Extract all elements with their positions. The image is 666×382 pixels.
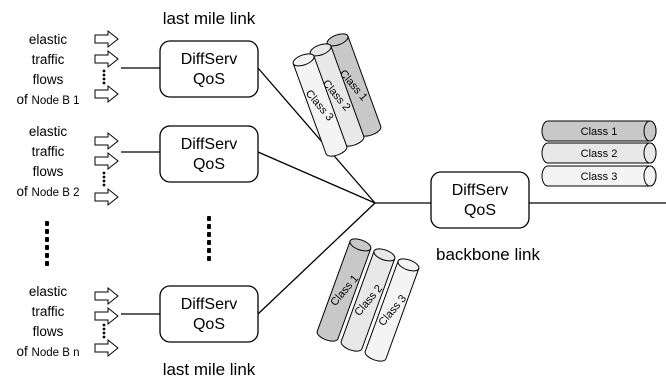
source-noden-line1: elastic — [29, 284, 68, 299]
source-node1-line4: of Node B 1 — [17, 92, 80, 107]
last-mile-link-label-bottom: last mile link — [163, 360, 256, 379]
link-mid-qos-to-junction — [257, 151, 376, 204]
source-node2-line1: elastic — [29, 124, 68, 139]
source-node1-prefix: of — [17, 92, 32, 107]
qos-box-node1-line2: QoS — [193, 71, 225, 88]
source-noden-line4: of Node B n — [17, 344, 80, 359]
flow-arrow-icon — [94, 338, 119, 358]
qos-box-noden-line2: QoS — [193, 316, 225, 333]
source-noden-line2: traffic — [32, 304, 65, 319]
qos-box-backbone-line2: QoS — [464, 202, 496, 219]
flow-arrow-icon — [94, 131, 119, 151]
last-mile-link-label-top: last mile link — [163, 9, 256, 28]
qos-box-node1: DiffServ QoS — [159, 40, 259, 98]
backbone-link-label: backbone link — [436, 245, 540, 264]
backbone-class1-label: Class 1 — [581, 126, 618, 138]
source-node1-line3: flows — [33, 72, 64, 87]
source-node2-line2: traffic — [32, 144, 65, 159]
backbone-class-pipes: Class 1 Class 2 Class 3 — [541, 120, 657, 187]
source-noden-node: Node B n — [32, 347, 80, 359]
bottom-class-pipes: Class 1 Class 2 Class 3 — [316, 238, 420, 362]
flow-arrow-icon — [94, 306, 119, 326]
qos-box-backbone: DiffServ QoS — [430, 171, 530, 229]
link-top-qos-to-junction — [257, 67, 376, 204]
source-node2-line4: of Node B 2 — [17, 184, 80, 199]
links — [121, 67, 666, 315]
source-node1-line2: traffic — [32, 52, 65, 67]
source-node1: elastic traffic flows of Node B 1 — [17, 32, 80, 107]
source-node2-line3: flows — [33, 164, 64, 179]
source-node2-node: Node B 2 — [32, 187, 80, 199]
qos-box-node2-line2: QoS — [193, 156, 225, 173]
sources-ellipsis-icon — [45, 221, 49, 266]
qos-box-noden-line1: DiffServ — [181, 296, 238, 313]
qos-box-node1-line1: DiffServ — [181, 51, 238, 68]
qos-box-node2-line1: DiffServ — [181, 136, 238, 153]
qos-ellipsis-icon — [207, 216, 211, 261]
bottom-class3-pipe: Class 3 — [364, 258, 420, 362]
flow-arrow-icon — [94, 286, 119, 306]
qos-box-backbone-line1: DiffServ — [452, 182, 509, 199]
flow-arrow-icon — [94, 84, 119, 104]
ellipsis-dots — [45, 69, 211, 339]
qos-box-noden: DiffServ QoS — [159, 285, 259, 343]
flow-arrow-icon — [94, 187, 119, 207]
flow-arrow-icon — [94, 151, 119, 171]
source-node1-line1: elastic — [29, 32, 68, 47]
backbone-class3-label: Class 3 — [581, 171, 618, 183]
source-node1-node: Node B 1 — [32, 95, 80, 107]
source-node2-prefix: of — [17, 184, 32, 199]
arrow-stack-ellipsis-icon — [102, 69, 106, 85]
arrow-stack-ellipsis-icon — [102, 171, 106, 187]
flow-arrow-icon — [94, 29, 119, 49]
qos-box-node2: DiffServ QoS — [159, 125, 259, 183]
backbone-class2-pipe: Class 2 — [541, 142, 657, 164]
top-class-pipes: Class 1 Class 2 Class 3 — [292, 33, 382, 157]
flow-arrow-icon — [94, 49, 119, 69]
backbone-class3-pipe: Class 3 — [541, 165, 657, 187]
link-bot-qos-to-junction — [257, 202, 376, 315]
flow-arrows — [94, 29, 119, 358]
arrow-stack-ellipsis-icon — [102, 323, 106, 339]
backbone-class2-label: Class 2 — [581, 148, 618, 160]
backbone-class1-pipe: Class 1 — [541, 120, 657, 142]
source-node2: elastic traffic flows of Node B 2 — [17, 124, 80, 199]
source-noden: elastic traffic flows of Node B n — [17, 284, 80, 359]
source-noden-line3: flows — [33, 324, 64, 339]
top-class3-pipe: Class 3 — [292, 53, 348, 157]
source-noden-prefix: of — [17, 344, 32, 359]
